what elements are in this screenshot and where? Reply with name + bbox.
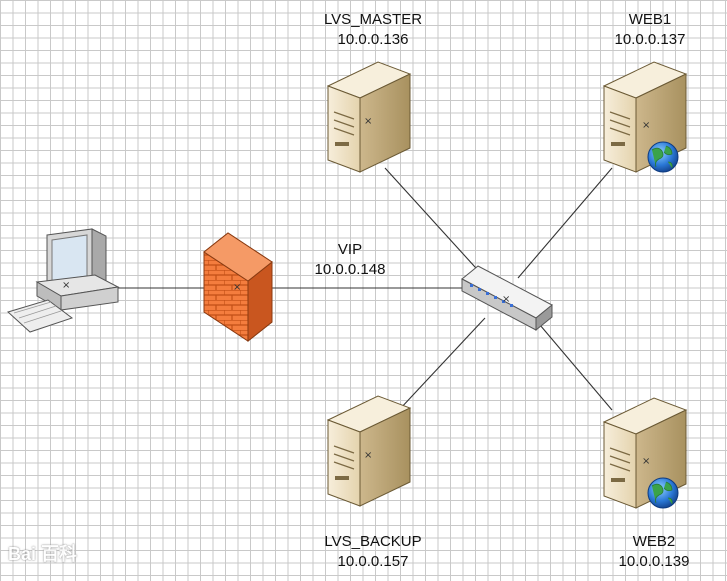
svg-text:×: × (364, 450, 372, 461)
link-web1-switch (517, 167, 613, 279)
link-web2-switch (539, 324, 613, 411)
watermark: Bai 百科 (8, 544, 78, 564)
lvs-master-ip: 10.0.0.136 (337, 31, 409, 48)
lvs-backup-label: LVS_BACKUP 10.0.0.157 (298, 532, 448, 572)
web1-ip: 10.0.0.137 (614, 31, 686, 48)
svg-text:×: × (502, 294, 510, 305)
vip-label: VIP 10.0.0.148 (290, 240, 410, 280)
firewall-icon: × (203, 232, 273, 343)
computer-icon: × (7, 228, 120, 333)
lvs-backup-name: LVS_BACKUP (324, 533, 422, 550)
vip-ip: 10.0.0.148 (314, 261, 386, 278)
lvs-master-name: LVS_MASTER (323, 11, 423, 28)
server-icon: × (326, 61, 412, 173)
svg-text:×: × (642, 120, 650, 131)
globe-icon (647, 477, 679, 509)
link-master-switch (384, 167, 486, 279)
globe-icon (647, 141, 679, 173)
svg-text:×: × (233, 282, 241, 293)
connection-lines (118, 167, 613, 426)
lvs-backup-ip: 10.0.0.157 (337, 553, 409, 570)
web2-name: WEB2 (632, 533, 676, 550)
svg-text:×: × (364, 116, 372, 127)
server-icon: × (326, 395, 412, 507)
lvs-master-label: LVS_MASTER 10.0.0.136 (298, 10, 448, 50)
svg-text:×: × (62, 280, 70, 291)
web1-name: WEB1 (628, 11, 672, 28)
web1-label: WEB1 10.0.0.137 (590, 10, 710, 50)
web2-ip: 10.0.0.139 (618, 553, 690, 570)
switch-icon: × (461, 265, 553, 332)
web2-label: WEB2 10.0.0.139 (594, 532, 714, 572)
vip-name: VIP (337, 241, 363, 258)
svg-text:×: × (642, 456, 650, 467)
